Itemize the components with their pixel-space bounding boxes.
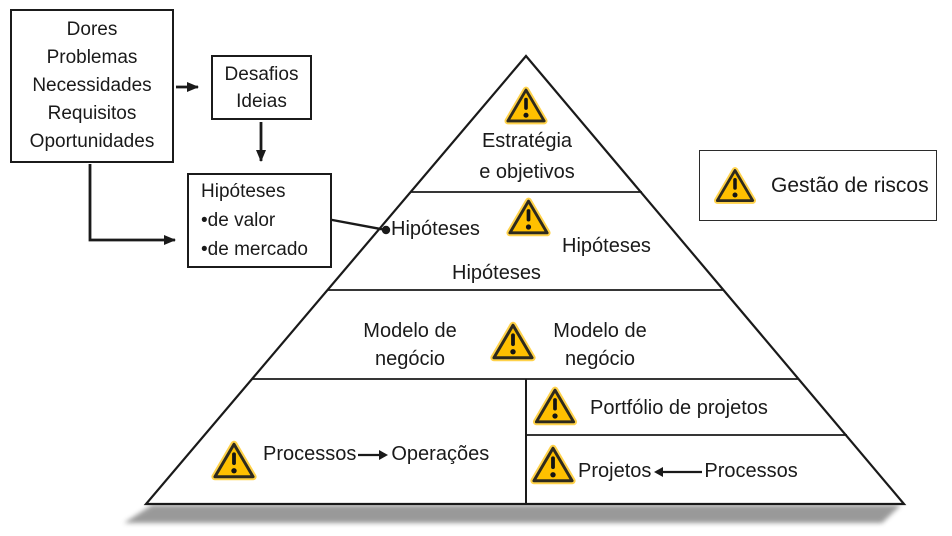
layer1-line1: Estratégia [481,130,573,152]
layer2-hypotheses-bottom: Hipóteses [452,262,541,284]
sources-box: Dores Problemas Necessidades Requisitos … [10,9,174,163]
hypotheses-box: Hipóteses •de valor •de mercado [187,173,332,268]
projects-label: Projetos [578,460,652,482]
hypotheses-box-title: Hipóteses [201,181,286,202]
projects-processes-row: Projetos Processos [578,460,798,483]
operations-label: Operações [391,443,490,465]
left-arrow-icon [654,466,703,477]
sources-box-line: Problemas [46,47,138,68]
layer2-hypotheses-left: Hipóteses [391,218,480,240]
portfolio-label: Portfólio de projetos [590,397,768,419]
sources-box-line: Necessidades [32,75,152,96]
right-arrow-icon [358,449,389,460]
connector-hypotheses-link [326,217,387,232]
pyramid-shadow [124,505,901,523]
layer2-hypotheses-right: Hipóteses [562,235,651,257]
sources-box-line: Dores [66,19,118,40]
processes-operations-row: Processos Operações [263,443,489,466]
layer1-label: Estratégia e objetivos [437,126,617,188]
arrow-sources-to-hypotheses [88,164,176,245]
warning-icon [532,386,578,426]
challenges-box-line: Desafios [224,63,299,85]
risk-legend: Gestão de riscos [699,150,937,221]
sources-box-line: Oportunidades [29,131,155,152]
warning-icon [530,444,576,485]
warning-icon [714,167,756,204]
warning-icon [211,440,257,481]
layer3-business-model-left: Modelo de negócio [363,320,457,370]
warning-icon [506,197,551,237]
legend-label: Gestão de riscos [771,173,929,197]
sources-box-line: Requisitos [47,103,137,124]
hypotheses-box-bullet: •de mercado [201,239,308,260]
processes-label: Processos [263,443,357,465]
layer3-business-model-right: Modelo de negócio [553,320,647,370]
challenges-box: Desafios Ideias [211,55,312,120]
layer1-line2: e objetivos [479,161,575,183]
pyramid-outline [143,54,907,506]
processes-label: Processos [704,460,798,482]
connector-dot-pyramid [381,225,391,235]
warning-icon [504,86,548,125]
challenges-box-line: Ideias [236,90,287,112]
hypotheses-box-bullet: •de valor [201,210,276,231]
warning-icon [490,321,536,362]
